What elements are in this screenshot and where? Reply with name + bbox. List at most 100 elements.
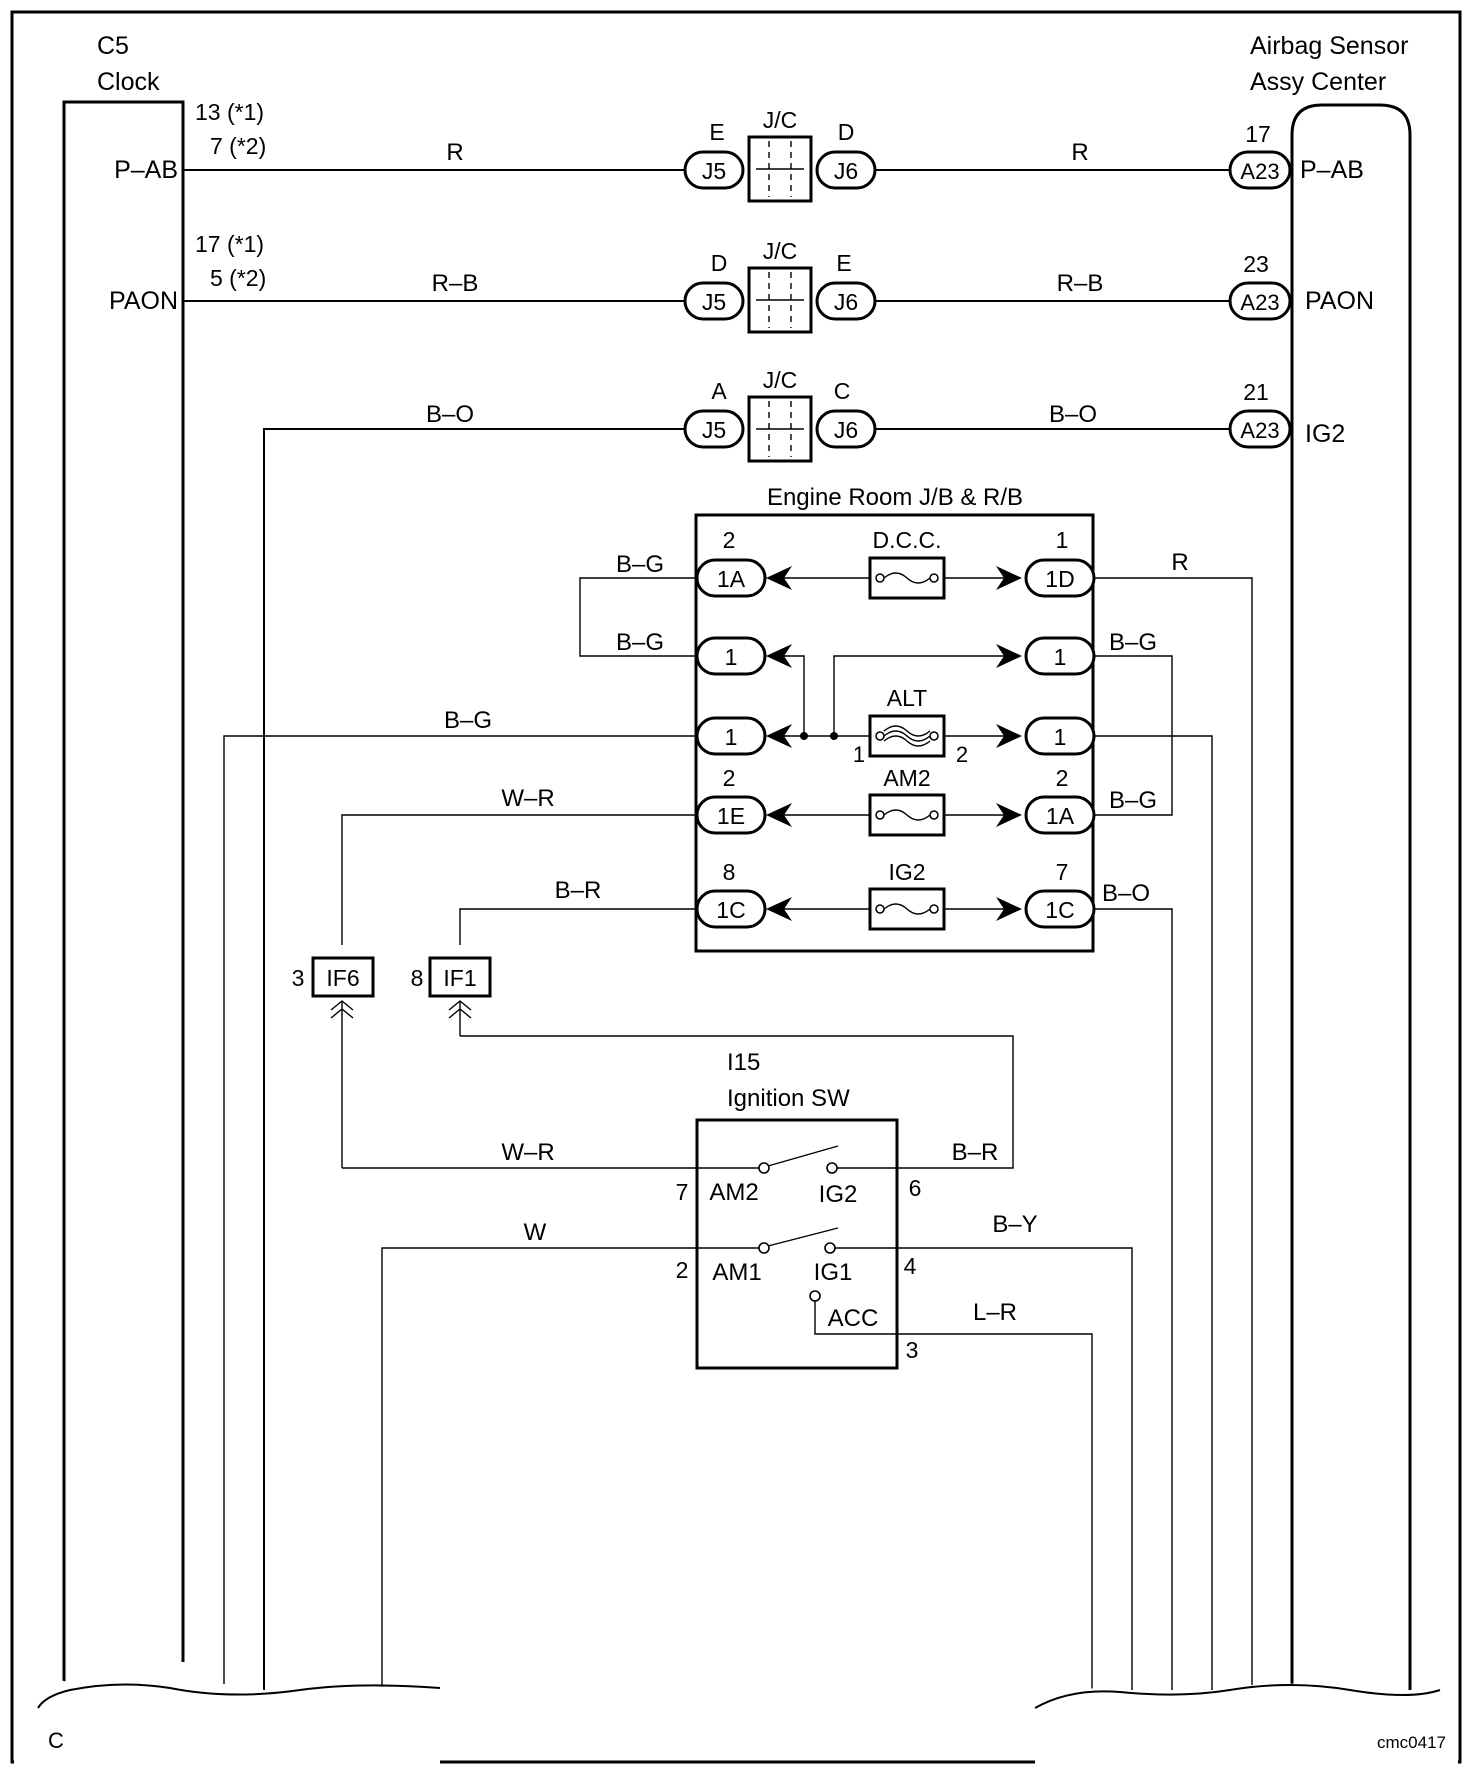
fuse-alt: ALT 1 2 <box>853 685 968 767</box>
jc-row-1: R R J/C J5 J6 E D A23 17 <box>183 107 1292 203</box>
wire-label-r-left: R <box>446 139 463 166</box>
connector-if1-label: IF1 <box>443 965 476 991</box>
jc-pin-right: E <box>836 250 851 276</box>
wire-label-bg: B–G <box>616 551 664 578</box>
jb-connector-label: 1 <box>725 644 738 670</box>
connector-a23 <box>1228 150 1292 190</box>
fuse-am2-label: AM2 <box>883 765 930 791</box>
connector-j6 <box>815 281 877 321</box>
ignition-code: I15 <box>727 1049 760 1076</box>
ignition-am2-pin: 7 <box>676 1179 689 1205</box>
clock-pin-pab-num1: 13 (*1) <box>195 99 264 125</box>
wire-label-rb-left: R–B <box>432 270 479 297</box>
ignition-name: Ignition SW <box>727 1085 850 1112</box>
jc-pin-left: D <box>711 250 728 276</box>
jb-connector-label: 1E <box>717 803 745 829</box>
jb-pin-number: 2 <box>1056 765 1069 791</box>
clock-pin-paon-num2: 5 (*2) <box>210 265 266 291</box>
wire-label-bg: B–G <box>1109 787 1157 814</box>
ignition-switch-box <box>695 1118 899 1370</box>
jb-connector-label: 1C <box>1045 897 1074 923</box>
ignition-am1-label: AM1 <box>712 1259 761 1286</box>
connector-a23 <box>1228 409 1292 449</box>
connector-if6: IF6 3 <box>292 956 375 1168</box>
jc-pin-right: C <box>834 378 851 404</box>
connector-a23-label: A23 <box>1240 159 1279 184</box>
ignition-am1-pin: 2 <box>676 1257 689 1283</box>
jc-label: J/C <box>763 367 798 393</box>
ignition-am2-label: AM2 <box>709 1179 758 1206</box>
jb-connector-label: 1D <box>1045 566 1074 592</box>
airbag-name-line1: Airbag Sensor <box>1250 32 1408 60</box>
jb-connector-label: 1 <box>1054 644 1067 670</box>
engine-room-jb: Engine Room J/B & R/B D.C.C. AL <box>694 484 1096 953</box>
wire-label-bg: B–G <box>616 629 664 656</box>
page-mark: C <box>48 1728 64 1753</box>
clock-component: C5 Clock P–AB 13 (*1) 7 (*2) PAON 17 (*1… <box>62 32 266 1690</box>
clock-pin-paon-num1: 17 (*1) <box>195 231 264 257</box>
airbag-pin-pab-name: P–AB <box>1300 156 1364 184</box>
connector-j6 <box>815 409 877 449</box>
connector-if6-pin: 3 <box>292 965 305 991</box>
jb-pin-number: 1 <box>1056 527 1069 553</box>
ignition-ig2-label: IG2 <box>819 1181 858 1208</box>
ignition-switch: I15 Ignition SW AM2 IG2 7 6 AM1 IG1 ACC … <box>676 1049 922 1370</box>
connector-j5 <box>683 150 745 190</box>
jb-pin-number: 7 <box>1056 859 1069 885</box>
jc-row-3: B–O B–O J/C J5 J6 A C A23 21 <box>263 367 1292 1690</box>
clock-pin-pab-name: P–AB <box>114 156 178 184</box>
connector-j5 <box>683 281 745 321</box>
wire-label-wr: W–R <box>501 1139 554 1166</box>
diagram-frame <box>10 10 1462 1764</box>
fuse-am2: AM2 <box>868 765 946 837</box>
connector-j5 <box>683 409 745 449</box>
jb-connector-label: 1A <box>717 566 746 592</box>
jb-connector-label: 1A <box>1046 803 1075 829</box>
jc-pin-right: D <box>838 119 855 145</box>
jb-connector-label: 1 <box>1054 724 1067 750</box>
wire-label-r-right: R <box>1071 139 1088 166</box>
ignition-ig2-pin: 6 <box>909 1175 922 1201</box>
ignition-ig1-pin: 4 <box>904 1253 917 1279</box>
wire-label-bg: B–G <box>1109 629 1157 656</box>
jc-pin-left: A <box>711 378 727 404</box>
connector-j5-label: J5 <box>702 158 726 184</box>
wire-label-bo-left: B–O <box>426 401 474 428</box>
jb-name: Engine Room J/B & R/B <box>767 484 1023 511</box>
wire-label-br: B–R <box>952 1139 999 1166</box>
connector-if1-pin: 8 <box>411 965 424 991</box>
reference-code: cmc0417 <box>1377 1733 1446 1752</box>
ignition-ig1-label: IG1 <box>814 1259 853 1286</box>
wire-label-bg: B–G <box>444 707 492 734</box>
airbag-pin-number: 17 <box>1245 121 1271 147</box>
airbag-pin-number: 23 <box>1243 251 1269 277</box>
airbag-pin-number: 21 <box>1243 379 1269 405</box>
wire-label-lr: L–R <box>973 1299 1017 1326</box>
airbag-name-line2: Assy Center <box>1250 68 1386 96</box>
fuse-dcc-label: D.C.C. <box>873 527 942 553</box>
ignition-acc-pin: 3 <box>906 1337 919 1363</box>
jc-row-2: R–B R–B J/C J5 J6 D E A23 23 <box>183 238 1292 334</box>
connector-j6-label: J6 <box>834 158 858 184</box>
clock-code: C5 <box>97 32 129 60</box>
wire-label-by: B–Y <box>992 1211 1037 1238</box>
connector-if6-label: IF6 <box>326 965 359 991</box>
jb-connector-label: 1C <box>716 897 745 923</box>
jc-label: J/C <box>763 107 798 133</box>
connector-j6-label: J6 <box>834 289 858 315</box>
ignition-acc-label: ACC <box>828 1305 879 1332</box>
fuse-dcc: D.C.C. <box>868 527 946 600</box>
fuse-ig2-label: IG2 <box>888 859 925 885</box>
jc-pin-left: E <box>709 119 724 145</box>
jb-pin-number: 2 <box>723 765 736 791</box>
fuse-alt-pin-right: 2 <box>956 742 968 767</box>
airbag-sensor-component: Airbag Sensor Assy Center P–AB PAON IG2 <box>1250 32 1412 1690</box>
wire-label-bo: B–O <box>1102 880 1150 907</box>
jb-pin-number: 8 <box>723 859 736 885</box>
fuse-alt-label: ALT <box>887 685 927 711</box>
wire-label-rb-right: R–B <box>1057 270 1104 297</box>
connector-if1: IF1 8 <box>411 956 492 1036</box>
jb-connector-label: 1 <box>725 724 738 750</box>
